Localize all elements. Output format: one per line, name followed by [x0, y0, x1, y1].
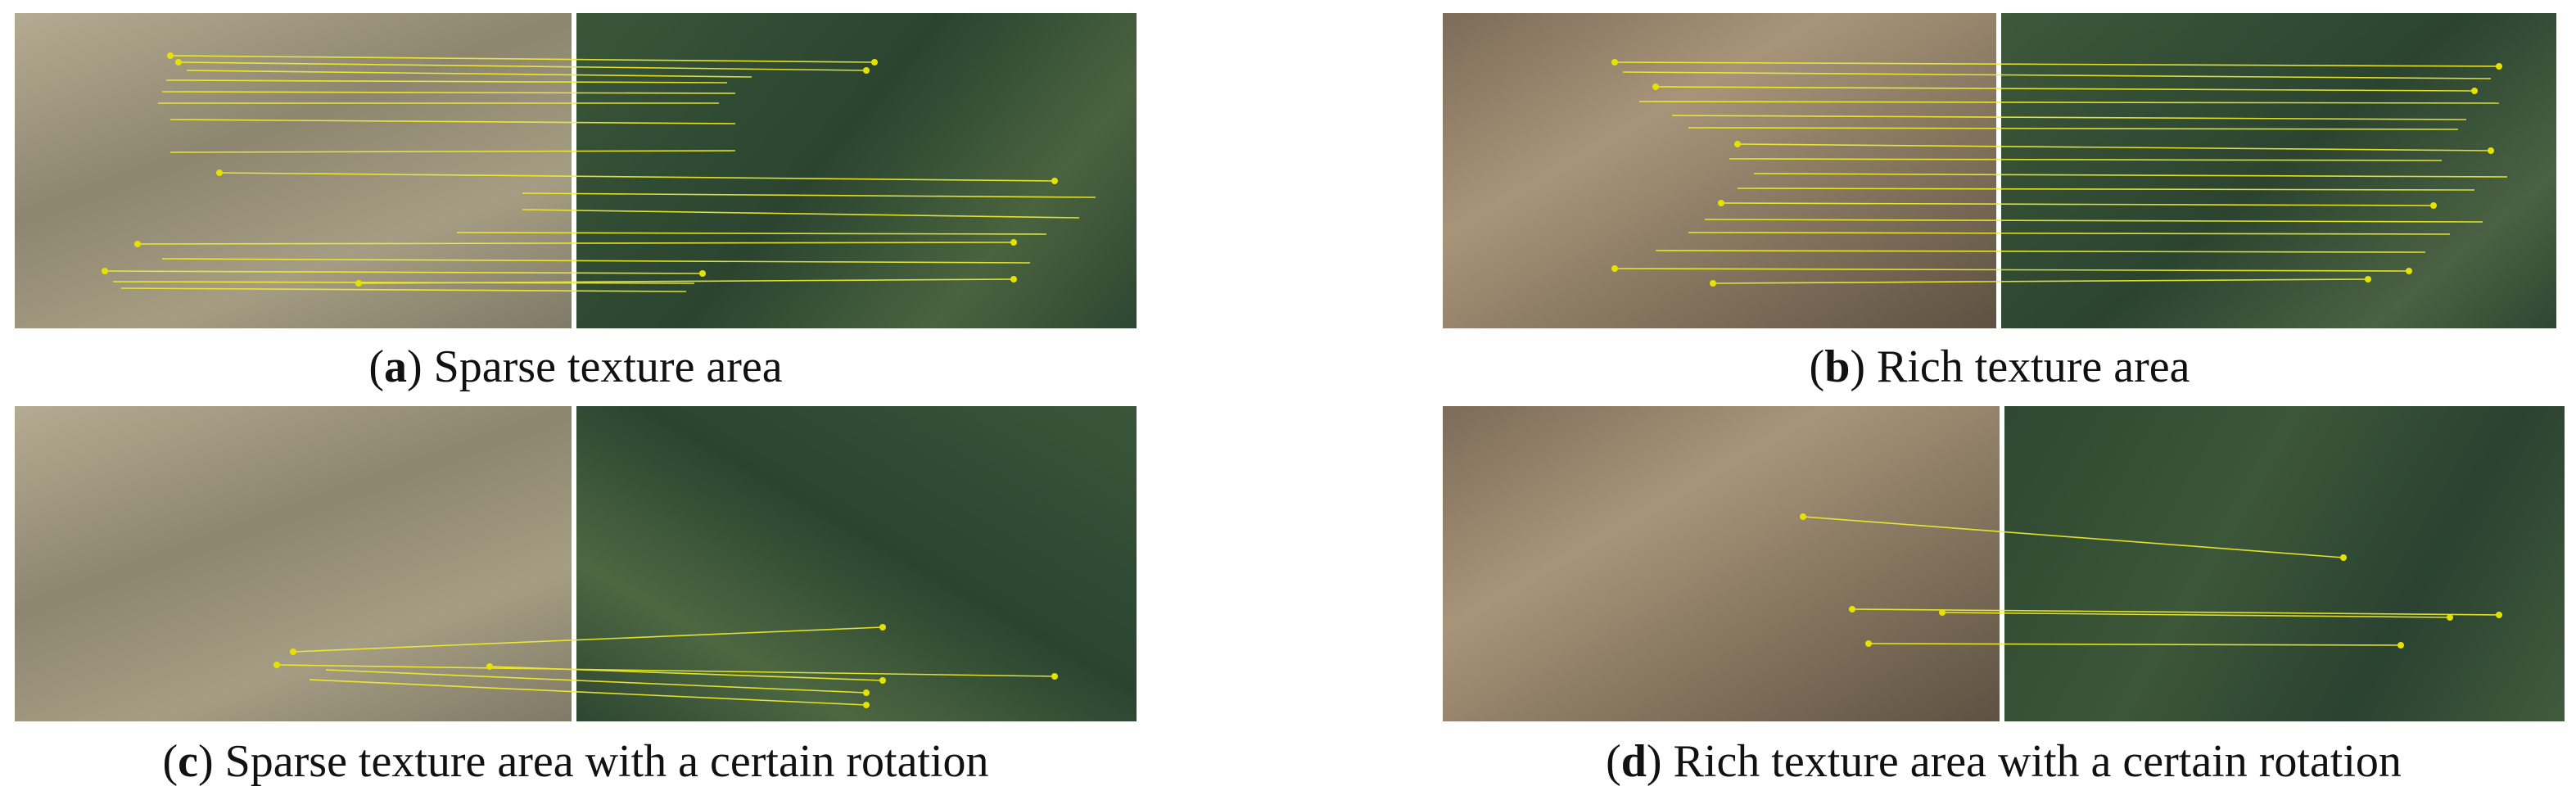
panel-label-a: a — [384, 341, 407, 392]
caption-d: (d) Rich texture area with a certain rot… — [1606, 736, 2402, 787]
image-pair-d — [1443, 406, 2565, 721]
panel-label-c: c — [178, 736, 198, 787]
panel-label-d: d — [1620, 736, 1647, 787]
image-pair-c — [15, 406, 1137, 721]
panel-c: (c) Sparse texture area with a certain r… — [15, 406, 1137, 799]
caption-b: (b) Rich texture area — [1809, 341, 2190, 392]
panel-label-b: b — [1824, 341, 1851, 392]
target-image-a — [576, 13, 1137, 328]
match-lines-b — [1611, 59, 2508, 287]
caption-c: (c) Sparse texture area with a certain r… — [162, 736, 989, 787]
panel-b: (b) Rich texture area — [1443, 13, 2556, 402]
source-image-c — [15, 406, 572, 721]
target-image-d — [2004, 406, 2565, 721]
caption-text-c: Sparse texture area with a certain rotat… — [224, 736, 989, 787]
source-image-b — [1443, 13, 1996, 328]
caption-text-d: Rich texture area with a certain rotatio… — [1673, 736, 2402, 787]
target-image-c — [576, 406, 1137, 721]
caption-text-b: Rich texture area — [1877, 341, 2190, 392]
image-divider — [572, 406, 576, 721]
caption-text-a: Sparse texture area — [433, 341, 783, 392]
panel-a: (a) Sparse texture area — [15, 13, 1137, 402]
image-divider — [1996, 13, 2001, 328]
source-image-d — [1443, 406, 2000, 721]
match-lines-c — [273, 624, 1058, 708]
image-divider — [2000, 406, 2004, 721]
image-pair-a — [15, 13, 1137, 328]
panel-d: (d) Rich texture area with a certain rot… — [1443, 406, 2565, 799]
image-divider — [572, 13, 576, 328]
caption-a: (a) Sparse texture area — [368, 341, 783, 392]
image-pair-b — [1443, 13, 2556, 328]
match-lines-a — [102, 52, 1096, 292]
match-lines-d — [1800, 513, 2502, 649]
